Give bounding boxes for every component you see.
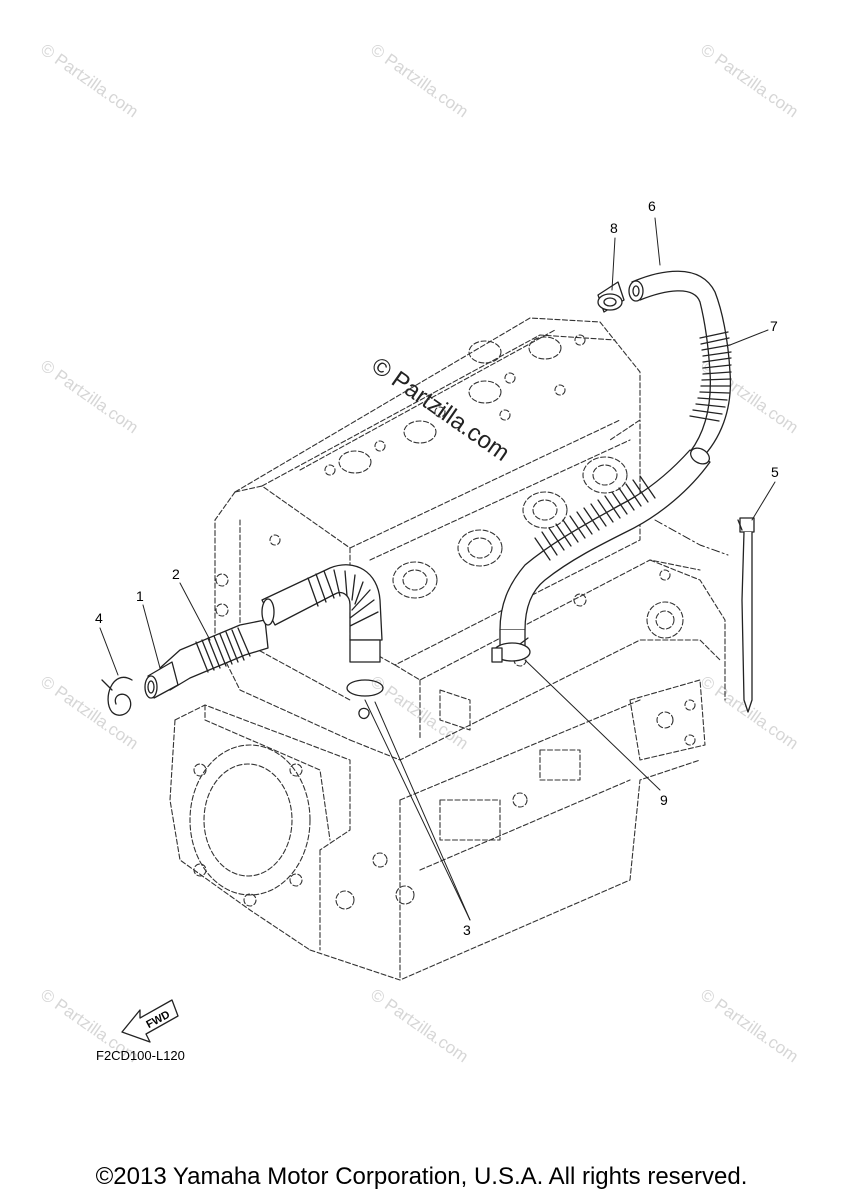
hose-clip bbox=[597, 281, 625, 313]
intake-hose bbox=[159, 619, 269, 691]
cable-tie bbox=[737, 517, 755, 713]
breather-hose-upper bbox=[628, 270, 732, 461]
clamp-ring bbox=[346, 679, 384, 720]
leader-lines bbox=[99, 217, 776, 921]
hose-clamp bbox=[491, 637, 531, 663]
spring-clip bbox=[101, 676, 133, 716]
diagram-code: F2CD100-L120 bbox=[96, 1048, 185, 1063]
callout-4: 4 bbox=[95, 610, 103, 626]
callout-2: 2 bbox=[172, 566, 180, 582]
elbow-hose bbox=[261, 564, 383, 663]
pipe bbox=[144, 661, 179, 699]
callout-3: 3 bbox=[463, 922, 471, 938]
callout-8: 8 bbox=[610, 220, 618, 236]
fwd-arrow-icon bbox=[121, 999, 179, 1043]
callout-5: 5 bbox=[771, 464, 779, 480]
breather-hose-lower bbox=[499, 447, 711, 649]
callout-6: 6 bbox=[648, 198, 656, 214]
copyright-notice: ©2013 Yamaha Motor Corporation, U.S.A. A… bbox=[95, 1163, 748, 1190]
callout-1: 1 bbox=[136, 588, 144, 604]
callout-9: 9 bbox=[660, 792, 668, 808]
callout-7: 7 bbox=[770, 318, 778, 334]
